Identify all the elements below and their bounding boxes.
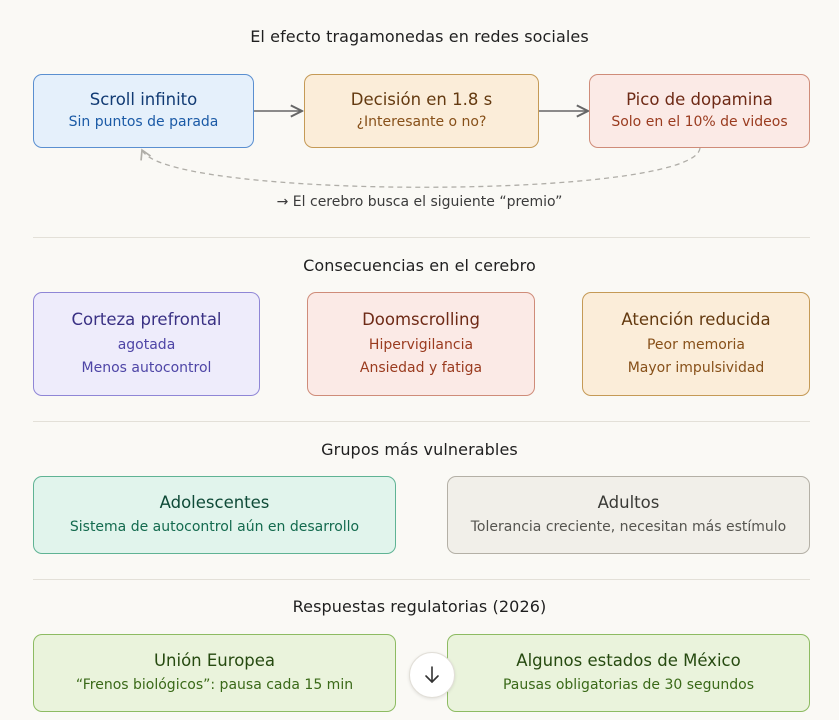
consequence-line: Peor memoria (646, 336, 745, 353)
consequence-line: Mayor impulsividad (627, 359, 765, 376)
consequence-line: Hipervigilancia (368, 336, 474, 353)
group-title: Adultos (597, 492, 660, 512)
consequence-prefrontal: Corteza prefrontal agotada Menos autocon… (33, 292, 260, 396)
section-divider (33, 237, 810, 238)
scroll-down-button[interactable] (409, 652, 455, 698)
section-divider (33, 579, 810, 580)
group-adolescents: Adolescentes Sistema de autocontrol aún … (33, 476, 396, 554)
consequence-title: Corteza prefrontal (71, 309, 222, 329)
consequence-line: Menos autocontrol (81, 359, 212, 376)
flow-step-subtitle: ¿Interesante o no? (356, 113, 487, 130)
group-subtitle: Sistema de autocontrol aún en desarrollo (69, 518, 360, 535)
group-title: Adolescentes (159, 492, 270, 512)
loop-label: → El cerebro busca el siguiente “premio” (276, 194, 563, 210)
flow-step-subtitle: Sin puntos de parada (68, 113, 219, 130)
consequence-line: agotada (117, 336, 176, 353)
consequence-line: Ansiedad y fatiga (359, 359, 483, 376)
arrow-down-icon (425, 666, 439, 683)
flow-title: El efecto tragamonedas en redes sociales (250, 27, 589, 46)
flow-step-title: Pico de dopamina (626, 89, 773, 109)
regulation-title: Respuestas regulatorias (2026) (292, 597, 547, 616)
groups-title: Grupos más vulnerables (321, 440, 518, 459)
flow-step-title: Decisión en 1.8 s (350, 89, 493, 109)
consequence-title: Doomscrolling (362, 309, 480, 329)
group-subtitle: Tolerancia creciente, necesitan más estí… (470, 518, 787, 535)
section-divider (33, 421, 810, 422)
regulation-item-subtitle: Pausas obligatorias de 30 segundos (502, 676, 755, 693)
flow-connectors (140, 0, 701, 188)
flow-step-dopamine: Pico de dopamina Solo en el 10% de video… (589, 74, 810, 148)
flow-step-title: Scroll infinito (89, 89, 198, 109)
regulation-item-title: Unión Europea (153, 650, 276, 670)
flow-step-subtitle: Solo en el 10% de videos (611, 113, 788, 130)
consequence-attention: Atención reducida Peor memoria Mayor imp… (582, 292, 810, 396)
loop-back-arrow (140, 147, 701, 188)
flow-step-scroll: Scroll infinito Sin puntos de parada (33, 74, 254, 148)
regulation-eu: Unión Europea “Frenos biológicos”: pausa… (33, 634, 396, 712)
regulation-item-subtitle: “Frenos biológicos”: pausa cada 15 min (75, 676, 354, 693)
group-adults: Adultos Tolerancia creciente, necesitan … (447, 476, 810, 554)
regulation-mexico: Algunos estados de México Pausas obligat… (447, 634, 810, 712)
flow-step-decision: Decisión en 1.8 s ¿Interesante o no? (304, 74, 539, 148)
consequence-doomscrolling: Doomscrolling Hipervigilancia Ansiedad y… (307, 292, 535, 396)
consequences-title: Consecuencias en el cerebro (303, 256, 536, 275)
consequence-title: Atención reducida (621, 309, 771, 329)
regulation-item-title: Algunos estados de México (516, 650, 741, 670)
